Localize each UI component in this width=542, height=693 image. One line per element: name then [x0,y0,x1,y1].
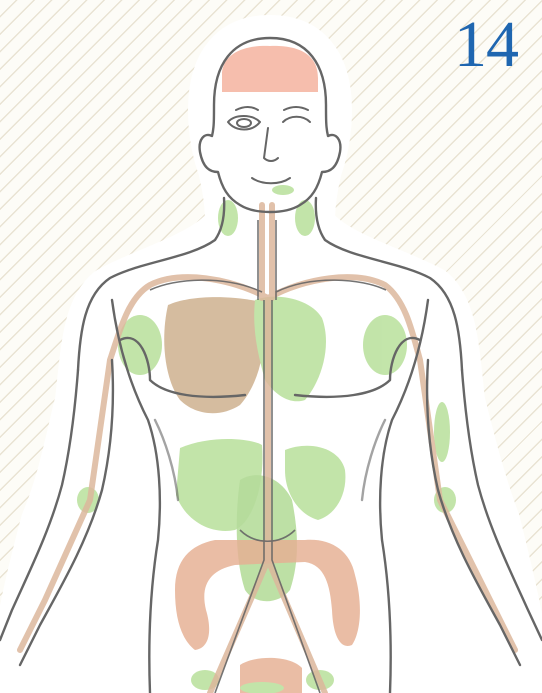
page-number: 14 [454,12,518,78]
brain-icon [222,46,318,92]
right-arm-node-icon [434,402,450,462]
thyroid-icon [272,185,294,195]
